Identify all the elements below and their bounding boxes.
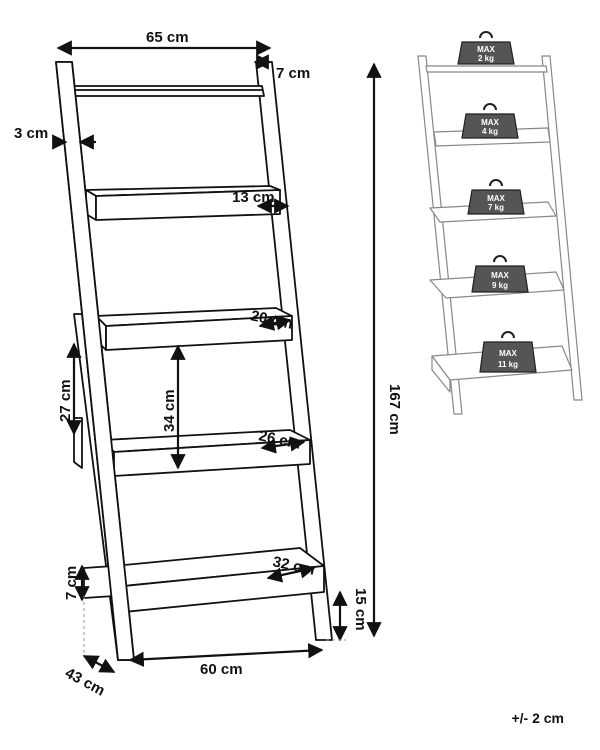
svg-text:7 kg: 7 kg — [488, 203, 504, 212]
svg-text:MAX: MAX — [477, 45, 495, 54]
dim-bottom-lip: 7 cm — [63, 566, 80, 600]
shelf-2 — [85, 185, 281, 221]
svg-text:11 kg: 11 kg — [498, 360, 518, 369]
svg-text:MAX: MAX — [487, 194, 505, 203]
svg-text:MAX: MAX — [491, 271, 509, 280]
dim-shelf-spacing: 34 cm — [161, 389, 178, 432]
svg-text:MAX: MAX — [499, 349, 517, 358]
dim-lower-side-gap: 27 cm — [57, 379, 74, 422]
svg-text:MAX: MAX — [481, 118, 499, 127]
side-panel-lower — [73, 417, 83, 469]
load-right-rail — [541, 55, 583, 401]
dim-bottom-clearance: 15 cm — [352, 588, 369, 631]
shelf-1 — [71, 85, 265, 97]
load-diagram — [417, 55, 583, 415]
main-shelf-drawing — [55, 61, 333, 661]
dimension-lines — [52, 40, 382, 673]
dimension-labels: 65 cm 7 cm 3 cm 13 cm 20 cm 27 cm 34 cm … — [14, 29, 403, 700]
dim-base-depth: 43 cm — [62, 665, 108, 700]
weight-4: MAX 9 kg — [471, 255, 529, 293]
weight-1: MAX 2 kg — [457, 31, 515, 65]
dim-top-shelf-depth: 7 cm — [276, 65, 310, 82]
load-weights: MAX 2 kg MAX 4 kg MAX 7 kg MAX 9 kg MAX … — [457, 31, 537, 373]
dim-height-total: 167 cm — [386, 384, 403, 435]
dim-width-bottom: 60 cm — [200, 661, 243, 678]
svg-text:9 kg: 9 kg — [492, 281, 508, 290]
dim-width-top: 65 cm — [146, 29, 189, 46]
weight-5: MAX 11 kg — [479, 331, 537, 373]
svg-text:4 kg: 4 kg — [482, 127, 498, 136]
tolerance-note: +/- 2 cm — [511, 710, 564, 726]
load-left-rail — [417, 55, 463, 415]
svg-text:2 kg: 2 kg — [478, 54, 494, 63]
dim-shelf2-depth: 13 cm — [232, 189, 275, 206]
dim-rail-thickness: 3 cm — [14, 125, 48, 142]
weight-2: MAX 4 kg — [461, 103, 519, 139]
weight-3: MAX 7 kg — [467, 179, 525, 215]
extension-lines — [83, 596, 346, 654]
